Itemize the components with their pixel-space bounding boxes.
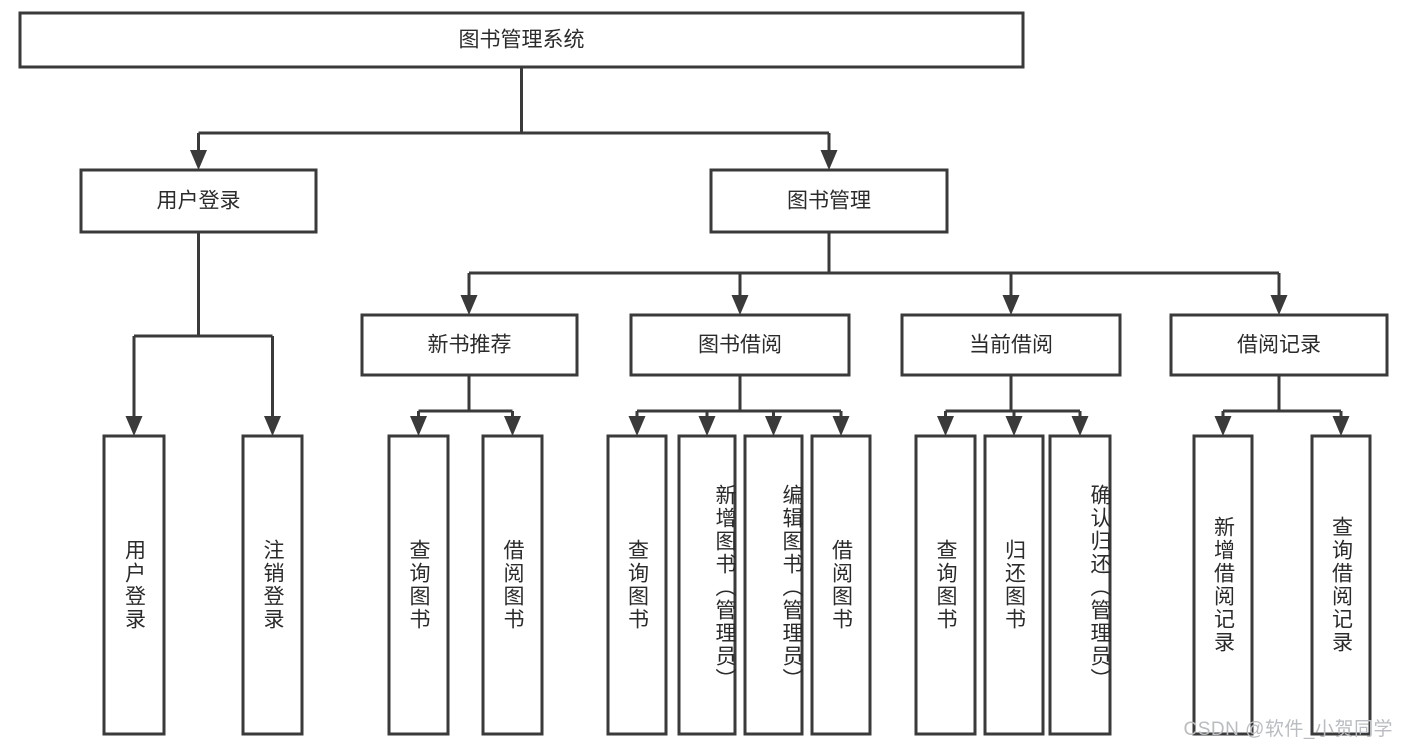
- node-new-book-recommend-box[interactable]: [360, 313, 579, 377]
- arrow-br-to-leaf2: [1332, 416, 1350, 436]
- node-root-label: 图书管理系统: [459, 29, 585, 52]
- arrow-root-to-user-login: [190, 150, 207, 170]
- nodes-group: 图书管理系统 用户登录 图书管理 新书推荐 图书借阅 当前借阅 借阅记录: [18, 11, 1389, 736]
- arrow-cb-to-leaf3: [1071, 416, 1089, 436]
- node-current-borrow-box[interactable]: [900, 313, 1122, 377]
- node-leaf-user-login-box[interactable]: [102, 434, 166, 736]
- watermark-label: CSDN @软件_小贺同学: [1183, 719, 1393, 740]
- node-leaf-return-book-box[interactable]: [983, 434, 1045, 736]
- arrow-bb-to-leaf1: [628, 416, 646, 436]
- node-borrow-record-label: 借阅记录: [1237, 334, 1321, 357]
- node-root-box[interactable]: [18, 11, 1025, 69]
- arrow-bb-to-leaf3: [765, 416, 782, 436]
- node-leaf-borrow-book-recommend-box[interactable]: [481, 434, 544, 736]
- arrow-nbr-to-leaf2: [504, 416, 521, 436]
- arrow-bb-to-leaf2: [698, 416, 716, 436]
- arrow-bm-to-borrow-record: [1270, 295, 1288, 315]
- node-new-book-recommend-label: 新书推荐: [428, 334, 512, 357]
- node-leaf-add-borrow-record-box[interactable]: [1192, 434, 1254, 736]
- node-leaf-add-book-admin-box[interactable]: [677, 434, 737, 736]
- node-leaf-edit-book-admin-box[interactable]: [743, 434, 804, 736]
- node-book-borrow-box[interactable]: [629, 313, 851, 377]
- node-leaf-query-book-current-box[interactable]: [914, 434, 977, 736]
- node-leaf-query-borrow-record-box[interactable]: [1310, 434, 1372, 736]
- node-leaf-query-book-borrow-box[interactable]: [606, 434, 668, 736]
- arrow-root-to-book-management: [820, 150, 838, 170]
- arrow-cb-to-leaf2: [1005, 416, 1023, 436]
- node-leaf-logout-box[interactable]: [241, 434, 304, 736]
- node-book-management-box[interactable]: [709, 168, 949, 234]
- arrow-bm-to-book-borrow: [731, 295, 749, 315]
- arrow-br-to-leaf1: [1214, 416, 1232, 436]
- node-leaf-borrow-book-box[interactable]: [810, 434, 872, 736]
- edges-group: [125, 67, 1350, 436]
- arrow-nbr-to-leaf1: [410, 416, 427, 436]
- node-book-borrow-label: 图书借阅: [698, 334, 782, 357]
- arrow-cb-to-leaf1: [937, 416, 954, 436]
- arrow-bm-to-current-borrow: [1002, 295, 1020, 315]
- node-book-management-label: 图书管理: [787, 190, 871, 213]
- node-leaf-query-book-recommend-box[interactable]: [387, 434, 450, 736]
- node-user-login-label: 用户登录: [157, 190, 241, 213]
- node-user-login-box[interactable]: [79, 168, 318, 234]
- node-borrow-record-box[interactable]: [1169, 313, 1389, 377]
- arrow-ul-to-leaf1: [125, 416, 143, 436]
- arrow-bm-to-new-book: [460, 295, 478, 315]
- arrow-ul-to-leaf2: [264, 416, 281, 436]
- node-current-borrow-label: 当前借阅: [969, 334, 1053, 357]
- arrow-bb-to-leaf4: [832, 416, 850, 436]
- node-leaf-confirm-return-admin-box[interactable]: [1048, 434, 1112, 736]
